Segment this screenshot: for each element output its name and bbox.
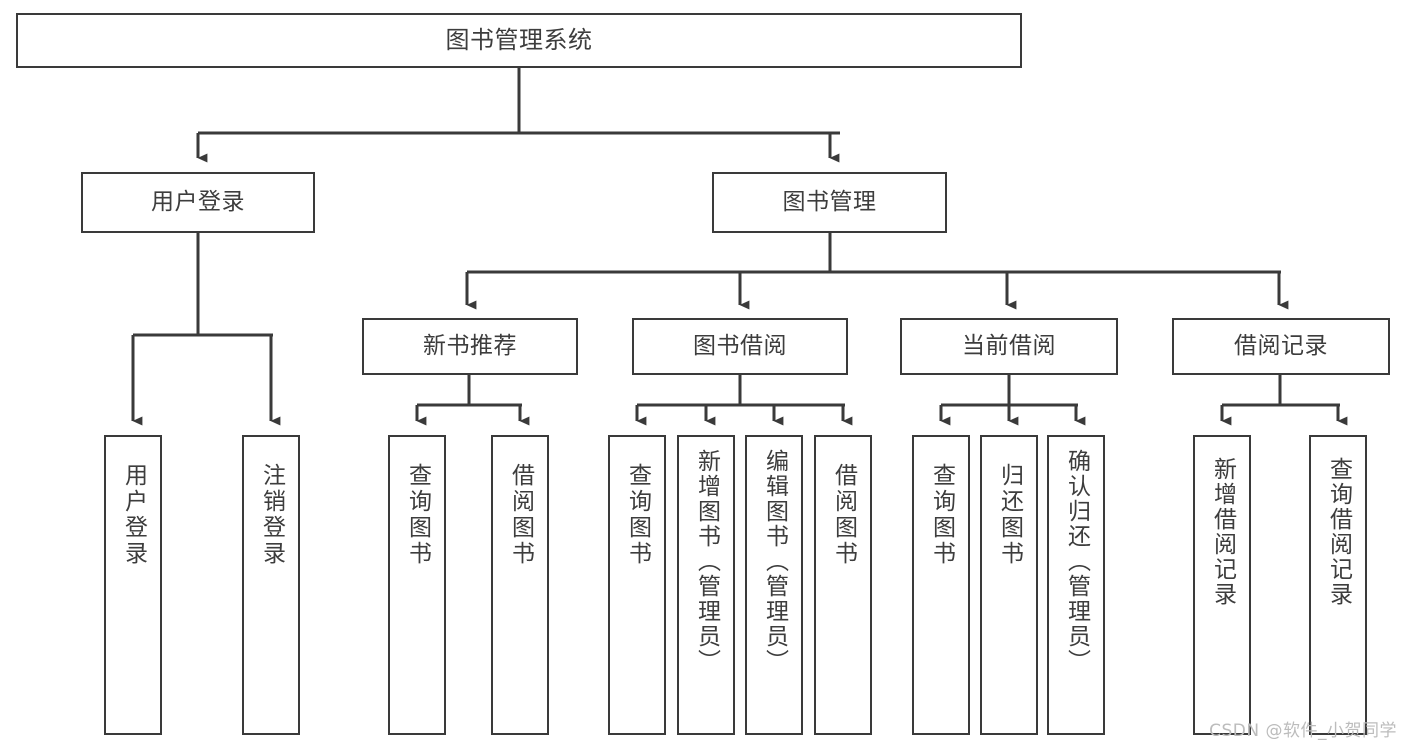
node-label: 查询图书 [404,463,431,567]
leaf-new-book-query-book[interactable]: 查询图书 [388,435,446,735]
node-label: 编辑图书（管理员） [761,449,788,674]
node-label: 图书借阅 [693,333,787,360]
node-label: 当前借阅 [962,333,1056,360]
leaf-current-borrow-return-book[interactable]: 归还图书 [980,435,1038,735]
leaf-user-login-logout[interactable]: 注销登录 [242,435,300,735]
leaf-book-borrow-query-book[interactable]: 查询图书 [608,435,666,735]
node-label: 归还图书 [996,463,1023,567]
node-book-management[interactable]: 图书管理 [712,172,947,233]
leaf-book-borrow-borrow-book[interactable]: 借阅图书 [814,435,872,735]
leaf-borrow-record-add-record[interactable]: 新增借阅记录 [1193,435,1251,735]
leaf-new-book-borrow-book[interactable]: 借阅图书 [491,435,549,735]
node-label: 用户登录 [120,463,147,567]
node-current-borrowing[interactable]: 当前借阅 [900,318,1118,375]
leaf-current-borrow-query-book[interactable]: 查询图书 [912,435,970,735]
node-label: 查询图书 [624,463,651,567]
node-label: 确认归还（管理员） [1063,449,1090,674]
node-root-book-management-system[interactable]: 图书管理系统 [16,13,1022,68]
node-label: 借阅图书 [507,463,534,567]
node-label: 查询借阅记录 [1325,457,1352,607]
node-user-login[interactable]: 用户登录 [81,172,315,233]
node-label: 新增图书（管理员） [693,449,720,674]
node-label: 图书管理系统 [445,25,593,54]
node-label: 新书推荐 [423,333,517,360]
node-label: 用户登录 [151,189,245,216]
node-label: 新增借阅记录 [1209,457,1236,607]
leaf-book-borrow-edit-book-admin[interactable]: 编辑图书（管理员） [745,435,803,735]
node-label: 查询图书 [928,463,955,567]
node-label: 图书管理 [782,189,877,216]
node-label: 注销登录 [258,463,285,567]
node-book-borrowing[interactable]: 图书借阅 [632,318,848,375]
csdn-watermark: CSDN @软件_小贺同学 [1209,721,1397,741]
node-new-book-recommendation[interactable]: 新书推荐 [362,318,578,375]
leaf-book-borrow-add-book-admin[interactable]: 新增图书（管理员） [677,435,735,735]
leaf-current-borrow-confirm-return-admin[interactable]: 确认归还（管理员） [1047,435,1105,735]
leaf-borrow-record-query-record[interactable]: 查询借阅记录 [1309,435,1367,735]
node-label: 借阅记录 [1234,333,1328,360]
node-borrowing-record[interactable]: 借阅记录 [1172,318,1390,375]
leaf-user-login-login[interactable]: 用户登录 [104,435,162,735]
node-label: 借阅图书 [830,463,857,567]
